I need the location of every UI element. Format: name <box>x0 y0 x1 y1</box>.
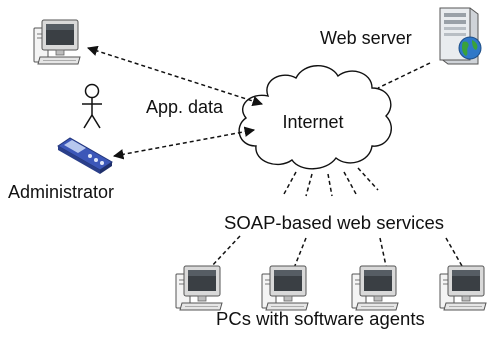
soap-services-label: SOAP-based web services <box>224 212 444 233</box>
app-data-label: App. data <box>146 97 224 117</box>
internet-label: Internet <box>282 112 343 132</box>
pc-links <box>209 235 463 269</box>
agent-pc-1-icon <box>175 265 223 311</box>
agent-pc-2-icon <box>261 265 309 311</box>
server-link <box>377 62 431 89</box>
admin-phone-arrow <box>112 126 256 160</box>
stick-figure-icon <box>82 83 102 129</box>
admin-pc-arrow <box>87 45 263 107</box>
mobile-phone-icon <box>57 137 113 174</box>
agent-pc-3-icon <box>351 265 399 311</box>
web-server-label: Web server <box>320 28 412 48</box>
cloud-fanout <box>283 167 379 197</box>
tower-server-icon <box>439 7 482 65</box>
administrator-label: Administrator <box>8 182 114 202</box>
admin-computer-icon <box>33 19 81 65</box>
pcs-agents-label: PCs with software agents <box>216 308 425 329</box>
agent-pc-4-icon <box>439 265 487 311</box>
